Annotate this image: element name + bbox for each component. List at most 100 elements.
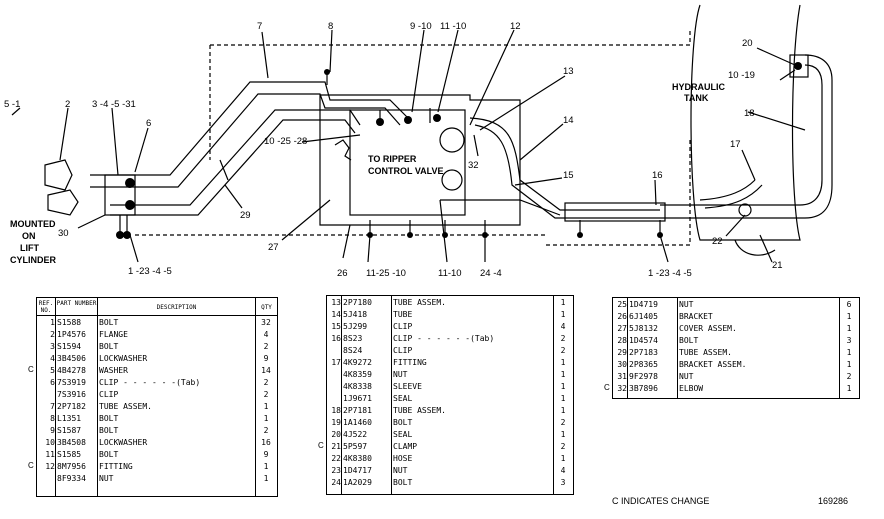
callout: 1 -23 -4 -5 xyxy=(128,266,172,277)
callout: 21 xyxy=(772,260,783,271)
label-tank-1: HYDRAULIC xyxy=(672,82,725,92)
part-number-cell: S1588 xyxy=(57,318,82,327)
callout: 3 -4 -5 -31 xyxy=(92,99,136,110)
qty-cell: 1 xyxy=(560,382,566,391)
description-cell: NUT xyxy=(679,372,694,381)
header-description: DESCRIPTION xyxy=(156,304,197,311)
callout: 6 xyxy=(146,118,151,129)
ref-cell: 31 xyxy=(617,372,627,381)
description-cell: BOLT xyxy=(99,318,119,327)
description-cell: NUT xyxy=(99,474,114,483)
description-cell: FITTING xyxy=(393,358,427,367)
part-number-cell: 1D4717 xyxy=(343,466,372,475)
qty-cell: 2 xyxy=(846,372,852,381)
qty-cell: 2 xyxy=(560,442,566,451)
description-cell: NUT xyxy=(679,300,694,309)
callout: 11 -10 xyxy=(440,21,466,32)
part-number-cell: S1594 xyxy=(57,342,82,351)
part-number-cell: 8M7956 xyxy=(57,462,86,471)
ref-cell: 27 xyxy=(617,324,627,333)
callout: 26 xyxy=(337,268,348,279)
ref-cell xyxy=(37,473,55,485)
part-number-cell: 4K8359 xyxy=(343,370,372,379)
qty-cell: 1 xyxy=(846,384,852,393)
description-cell: BOLT xyxy=(99,450,119,459)
description-cell: FITTING xyxy=(99,462,133,471)
description-cell: BOLT xyxy=(393,478,413,487)
callout: 8 xyxy=(328,21,333,32)
description-cell: CLIP - - - - - -(Tab) xyxy=(99,378,201,387)
ref-cell: 6 xyxy=(50,378,55,387)
part-number-cell: 7S3916 xyxy=(57,390,86,399)
qty-cell: 2 xyxy=(263,390,269,399)
part-number-cell: 1J9671 xyxy=(343,394,372,403)
callout: 1 -23 -4 -5 xyxy=(648,268,692,279)
callout: 27 xyxy=(268,242,279,253)
part-number-cell: 3B7896 xyxy=(629,384,658,393)
callout: 9 -10 xyxy=(410,21,432,32)
callout: 10 -25 -28 xyxy=(264,136,307,147)
ref-cell: 5 xyxy=(50,366,55,375)
qty-cell: 2 xyxy=(560,346,566,355)
ref-cell: 14 xyxy=(331,310,341,319)
qty-cell: 1 xyxy=(846,360,852,369)
qty-cell: 2 xyxy=(263,342,269,351)
description-cell: CLIP xyxy=(393,346,413,355)
ref-cell: 18 xyxy=(331,406,341,415)
description-cell: FLANGE xyxy=(99,330,128,339)
ref-cell: 20 xyxy=(331,430,341,439)
qty-cell: 1 xyxy=(263,402,269,411)
callout: 20 xyxy=(742,38,753,49)
ref-cell: 19 xyxy=(331,418,341,427)
qty-cell: 6 xyxy=(846,300,852,309)
description-cell: LOCKWASHER xyxy=(99,438,148,447)
part-number-cell: 4K8338 xyxy=(343,382,372,391)
qty-cell: 1 xyxy=(560,406,566,415)
ref-cell: 32 xyxy=(617,384,627,393)
control-valve xyxy=(349,109,466,216)
callout: 12 xyxy=(510,21,521,32)
part-number-cell: L1351 xyxy=(57,414,82,423)
description-cell: LOCKWASHER xyxy=(99,354,148,363)
part-number-cell: 2P7180 xyxy=(343,298,372,307)
callout: 2 xyxy=(65,99,70,110)
ref-cell: 16 xyxy=(331,334,341,343)
description-cell: CLAMP xyxy=(393,442,418,451)
header-qty: QTY xyxy=(261,304,272,311)
callout: 16 xyxy=(652,170,663,181)
qty-cell: 9 xyxy=(263,354,269,363)
table-row: 4K8338 SLEEVE 1 xyxy=(327,381,573,393)
part-number-cell: S1585 xyxy=(57,450,82,459)
part-number-cell: 4K9272 xyxy=(343,358,372,367)
ref-cell: 9 xyxy=(50,426,55,435)
part-number-cell: 4K8380 xyxy=(343,454,372,463)
part-number-cell: 9F2978 xyxy=(629,372,658,381)
qty-cell: 1 xyxy=(560,298,566,307)
label-tank-2: TANK xyxy=(684,93,709,103)
callout: 30 xyxy=(58,228,69,239)
description-cell: SLEEVE xyxy=(393,382,422,391)
callout: 32 xyxy=(468,160,479,171)
part-number-cell: 2P7183 xyxy=(629,348,658,357)
header-part-number: PART NUMBER xyxy=(56,300,97,307)
ref-cell xyxy=(327,345,341,357)
description-cell: SEAL xyxy=(393,394,413,403)
qty-cell: 1 xyxy=(560,310,566,319)
qty-cell: 4 xyxy=(560,322,566,331)
qty-cell: 3 xyxy=(846,336,852,345)
callout: 29 xyxy=(240,210,251,221)
qty-cell: 2 xyxy=(263,426,269,435)
